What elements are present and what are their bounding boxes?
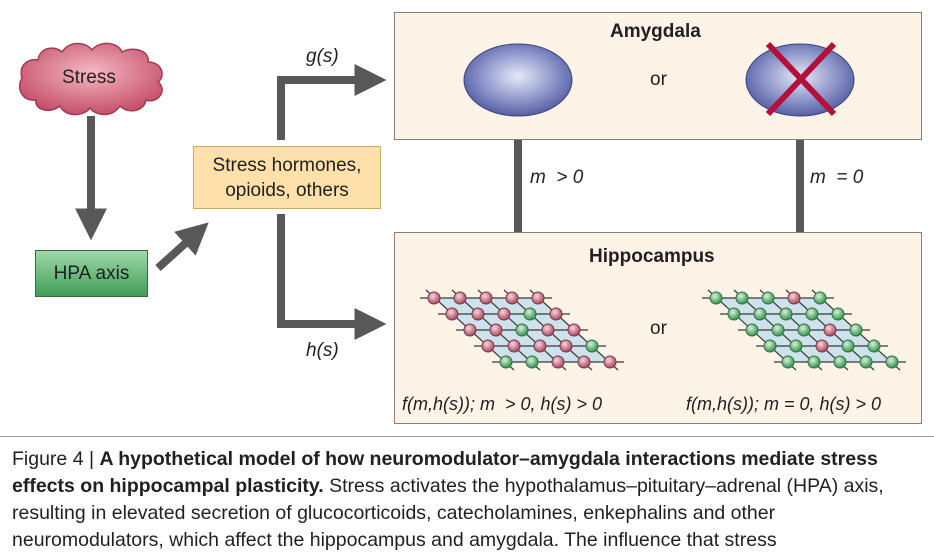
synapse-node-red bbox=[445, 307, 459, 321]
synapse-node-green bbox=[797, 323, 811, 337]
synapse-node-green bbox=[763, 339, 777, 353]
formula-left: f(m,h(s)); m > 0, h(s) > 0 bbox=[402, 394, 603, 414]
synapse-node-green bbox=[781, 355, 795, 369]
synapse-node-red bbox=[603, 355, 617, 369]
synapse-node-green bbox=[745, 323, 759, 337]
formula-right: f(m,h(s)); m = 0, h(s) > 0 bbox=[686, 394, 882, 414]
stress-cloud bbox=[18, 42, 163, 116]
stress-hormones-box: Stress hormones, opioids, others bbox=[193, 146, 381, 209]
arrow-h-to-hippocampus bbox=[277, 214, 387, 340]
synapse-node-green bbox=[813, 291, 827, 305]
amygdala-oval-active bbox=[463, 43, 573, 117]
synapse-grid-right bbox=[702, 289, 906, 371]
synapse-node-green bbox=[735, 291, 749, 305]
synapse-node-red bbox=[463, 323, 477, 337]
synapse-node-red bbox=[567, 323, 581, 337]
synapse-node-red bbox=[815, 339, 829, 353]
synapse-node-green bbox=[523, 307, 537, 321]
hormones-line-1: Stress hormones, bbox=[212, 154, 362, 176]
synapse-node-green bbox=[805, 307, 819, 321]
synapse-node-red bbox=[823, 323, 837, 337]
synapse-node-red bbox=[453, 291, 467, 305]
synapse-node-red bbox=[489, 323, 503, 337]
synapse-node-red bbox=[559, 339, 573, 353]
synapse-node-green bbox=[779, 307, 793, 321]
synapse-node-red bbox=[531, 291, 545, 305]
synapse-node-red bbox=[787, 291, 801, 305]
synapse-node-green bbox=[789, 339, 803, 353]
synapse-node-red bbox=[471, 307, 485, 321]
hormones-line-2: opioids, others bbox=[225, 179, 349, 201]
synapse-node-green bbox=[727, 307, 741, 321]
synapse-node-green bbox=[761, 291, 775, 305]
arrow-g-to-amygdala bbox=[277, 64, 387, 140]
synapse-grid-left bbox=[420, 289, 624, 371]
synapse-node-red bbox=[551, 355, 565, 369]
synapse-node-red bbox=[479, 291, 493, 305]
diagram-overlay bbox=[420, 41, 906, 371]
figure-label: Figure 4 | bbox=[12, 448, 100, 470]
synapse-node-green bbox=[753, 307, 767, 321]
m-zero-label: m = 0 bbox=[810, 167, 864, 188]
synapse-node-red bbox=[427, 291, 441, 305]
synapse-node-red bbox=[507, 339, 521, 353]
synapse-node-red bbox=[533, 339, 547, 353]
amygdala-or: or bbox=[650, 69, 667, 90]
synapse-node-green bbox=[709, 291, 723, 305]
figure-caption: Figure 4 | A hypothetical model of how n… bbox=[12, 446, 927, 554]
hippocampus-or: or bbox=[650, 318, 667, 339]
synapse-node-green bbox=[771, 323, 785, 337]
cross-mark-2 bbox=[765, 41, 837, 117]
g-label: g(s) bbox=[306, 46, 339, 67]
diagram: Stress HPA axis Stress hormones, opioids… bbox=[18, 12, 922, 424]
caption-divider bbox=[0, 436, 934, 437]
caption-title: A hypothetical model of how neuromodulat… bbox=[12, 448, 878, 497]
synapse-node-green bbox=[867, 339, 881, 353]
arrow-hpa-to-hormones bbox=[155, 222, 209, 271]
synapse-node-green bbox=[833, 355, 847, 369]
synapse-node-red bbox=[541, 323, 555, 337]
synapse-node-green bbox=[585, 339, 599, 353]
hippocampus-title: Hippocampus bbox=[589, 246, 715, 267]
synapse-node-green bbox=[885, 355, 899, 369]
hpa-axis-label: HPA axis bbox=[53, 262, 130, 284]
synapse-node-red bbox=[549, 307, 563, 321]
synapse-node-green bbox=[849, 323, 863, 337]
h-label: h(s) bbox=[306, 340, 339, 361]
synapse-node-green bbox=[807, 355, 821, 369]
stress-label: Stress bbox=[62, 67, 116, 88]
synapse-node-red bbox=[505, 291, 519, 305]
synapse-node-green bbox=[525, 355, 539, 369]
hpa-axis-box: HPA axis bbox=[35, 250, 148, 297]
synapse-node-green bbox=[841, 339, 855, 353]
synapse-node-red bbox=[577, 355, 591, 369]
synapse-node-green bbox=[831, 307, 845, 321]
synapse-node-green bbox=[499, 355, 513, 369]
synapse-node-green bbox=[859, 355, 873, 369]
m-positive-label: m > 0 bbox=[530, 167, 584, 188]
amygdala-title: Amygdala bbox=[610, 21, 701, 42]
synapse-node-green bbox=[515, 323, 529, 337]
caption-body: Stress activates the hypothalamus–pituit… bbox=[12, 475, 884, 551]
synapse-node-red bbox=[497, 307, 511, 321]
synapse-node-red bbox=[481, 339, 495, 353]
